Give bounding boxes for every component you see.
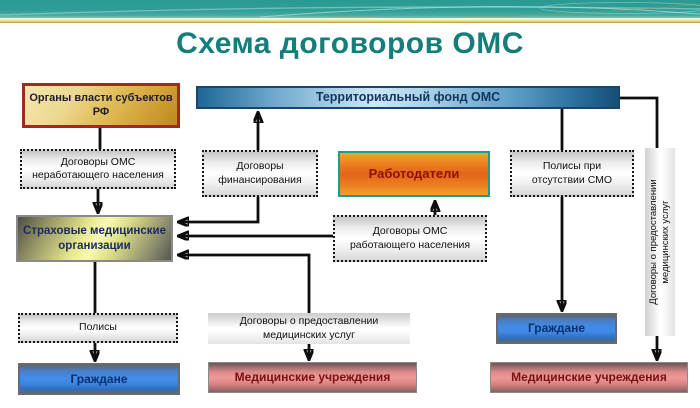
node-medical-services-contracts-vertical [645, 148, 675, 336]
node-contracts-working-population: Договоры ОМС работающего населения [333, 215, 487, 262]
connector-tfoms-to-vertbox [620, 96, 659, 148]
node-medical-services-contracts: Договоры о предоставлении медицинских ус… [208, 313, 410, 344]
connector-dogpredost-to-smo [180, 255, 311, 313]
gold-divider-line [0, 18, 700, 23]
node-policies: Полисы [18, 313, 178, 343]
node-territorial-oms-fund: Территориальный фонд ОМС [196, 86, 620, 109]
node-medical-institutions-center: Медицинские учреждения [208, 362, 417, 393]
connector-dogfin-to-smo [180, 197, 260, 222]
node-policies-without-smo: Полисы при отсутствии СМО [510, 150, 634, 197]
node-regional-authorities: Органы власти субъектов РФ [22, 83, 180, 128]
node-citizens-left: Граждане [18, 363, 180, 395]
node-contracts-nonworking-population: Договоры ОМС неработающего населения [20, 149, 176, 189]
vertical-box-label: Договоры о предоставлении медицинских ус… [647, 179, 671, 305]
node-insurance-medical-organizations: Страховые медицинские организации [16, 215, 173, 262]
node-citizens-right: Граждане [496, 313, 617, 344]
page-title: Схема договоров ОМС [176, 27, 524, 60]
node-medical-institutions-right: Медицинские учреждения [490, 362, 688, 393]
node-employers: Работодатели [338, 151, 490, 197]
node-financing-contracts: Договоры финансирования [202, 150, 318, 197]
banner-swoosh-decoration [0, 2, 700, 18]
top-banner [0, 0, 700, 18]
